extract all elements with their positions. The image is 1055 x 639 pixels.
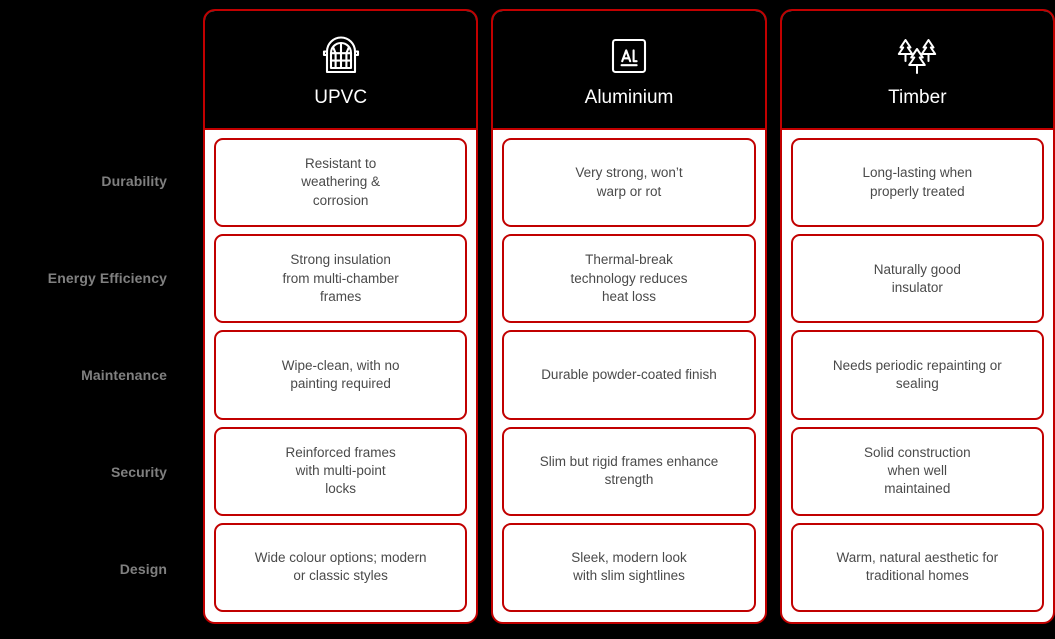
column-header-timber: Timber — [781, 11, 1053, 130]
column-title: UPVC — [314, 87, 368, 108]
cell-text: Wipe-clean, with no painting required — [281, 357, 400, 391]
row-label-text: Energy Efficiency — [47, 269, 167, 286]
cell-text: Wide colour options; modern or classic s… — [254, 550, 427, 584]
cell-text: Needs periodic repainting or sealing — [832, 357, 1002, 391]
column-title: Timber — [888, 87, 947, 108]
cell-text: Naturally good insulator — [873, 261, 961, 295]
arched-window-icon — [315, 32, 367, 80]
cell-text: Strong insulation from multi-chamber fra… — [282, 252, 399, 304]
cell-text: Very strong, won’t warp or rot — [575, 165, 683, 199]
column-body-timber: Long-lasting when properly treated Natur… — [782, 130, 1053, 622]
rail-row-list: Durability Energy Efficiency Maintenance… — [0, 128, 203, 624]
cell-text: Reinforced frames with multi-point locks — [285, 444, 396, 497]
cell-upvc-energy-efficiency[interactable]: Strong insulation from multi-chamber fra… — [214, 234, 468, 324]
cell-timber-design[interactable]: Warm, natural aesthetic for traditional … — [790, 522, 1044, 613]
row-label-rail: Durability Energy Efficiency Maintenance… — [0, 0, 203, 639]
cell-upvc-design[interactable]: Wide colour options; modern or classic s… — [214, 522, 468, 613]
comparison-columns: UPVC Resistant to weathering & corrosion… — [203, 0, 1055, 639]
row-label-energy-efficiency: Energy Efficiency — [0, 233, 167, 323]
cell-timber-durability[interactable]: Long-lasting when properly treated — [790, 138, 1044, 228]
cell-aluminium-energy-efficiency[interactable]: Thermal-break technology reduces heat lo… — [502, 234, 756, 324]
aluminium-element-icon — [603, 32, 655, 80]
row-label-text: Maintenance — [81, 366, 167, 383]
cell-text: Warm, natural aesthetic for traditional … — [836, 550, 999, 584]
cell-timber-maintenance[interactable]: Needs periodic repainting or sealing — [790, 330, 1044, 420]
row-label-maintenance: Maintenance — [0, 330, 167, 420]
cell-aluminium-maintenance[interactable]: Durable powder-coated finish — [502, 330, 756, 420]
cell-text: Thermal-break technology reduces heat lo… — [570, 252, 688, 304]
column-body-aluminium: Very strong, won’t warp or rot Thermal-b… — [493, 130, 764, 622]
row-label-design: Design — [0, 524, 167, 614]
cell-timber-energy-efficiency[interactable]: Naturally good insulator — [790, 234, 1044, 324]
cell-text: Resistant to weathering & corrosion — [301, 156, 381, 208]
column-title: Aluminium — [584, 87, 674, 108]
cell-timber-security[interactable]: Solid construction when well maintained — [790, 426, 1044, 516]
column-body-upvc: Resistant to weathering & corrosion Stro… — [205, 130, 476, 622]
column-header-upvc: UPVC — [205, 11, 477, 130]
column-upvc[interactable]: UPVC Resistant to weathering & corrosion… — [203, 9, 479, 624]
cell-text: Slim but rigid frames enhance strength — [539, 453, 719, 488]
rail-header-spacer — [0, 0, 203, 128]
cell-text: Solid construction when well maintained — [864, 444, 971, 497]
cell-upvc-security[interactable]: Reinforced frames with multi-point locks — [214, 426, 468, 516]
cell-aluminium-durability[interactable]: Very strong, won’t warp or rot — [502, 138, 756, 228]
row-label-text: Durability — [101, 172, 167, 189]
row-label-text: Design — [119, 560, 167, 577]
cell-aluminium-security[interactable]: Slim but rigid frames enhance strength — [502, 426, 756, 516]
column-header-aluminium: Aluminium — [493, 11, 765, 130]
cell-text: Sleek, modern look with slim sightlines — [571, 550, 687, 584]
row-label-text: Security — [110, 463, 167, 480]
cell-upvc-durability[interactable]: Resistant to weathering & corrosion — [214, 138, 468, 228]
cell-aluminium-design[interactable]: Sleek, modern look with slim sightlines — [502, 522, 756, 613]
column-timber[interactable]: Timber Long-lasting when properly treate… — [779, 9, 1055, 624]
cell-upvc-maintenance[interactable]: Wipe-clean, with no painting required — [214, 330, 468, 420]
column-aluminium[interactable]: Aluminium Very strong, won’t warp or rot… — [491, 9, 767, 624]
row-label-security: Security — [0, 427, 167, 517]
row-label-durability: Durability — [0, 136, 167, 226]
pine-trees-icon — [891, 32, 943, 80]
cell-text: Durable powder-coated finish — [541, 366, 717, 382]
cell-text: Long-lasting when properly treated — [862, 165, 973, 199]
